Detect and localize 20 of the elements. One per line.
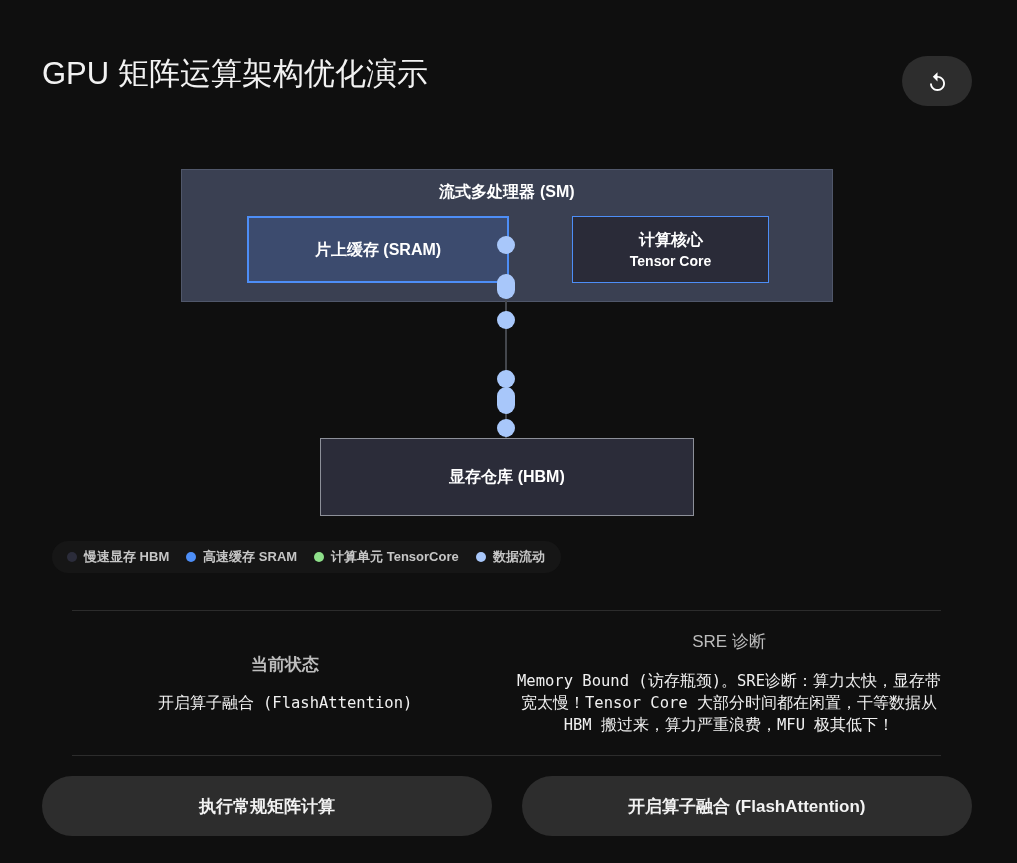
node-label: 显存仓库 (HBM) <box>449 467 565 487</box>
legend-text: 数据流动 <box>492 549 545 565</box>
diagnosis-text: Memory Bound (访存瓶颈)。SRE诊断：算力太快，显存带宽太慢！Tensor Core 大部分时间都在闲置，干等数据从 HBM 搬过来，算力严重浪费，MFU 极其低下！ <box>516 671 942 736</box>
action-button: 执行常规矩阵计算 <box>42 776 492 836</box>
memory-box <box>320 438 694 516</box>
node-subtitle: Tensor Core <box>629 251 712 270</box>
processor-panel <box>181 169 833 302</box>
action-button: 开启算子融合 (FlashAttention) <box>522 776 972 836</box>
compute-core-box <box>572 216 769 283</box>
legend-text: 高速缓存 SRAM <box>203 549 298 565</box>
group-title: 流式多处理器 (SM) <box>439 182 575 202</box>
node-label: 片上缓存 (SRAM) <box>314 239 442 260</box>
section-heading: SRE 诊断 <box>691 631 767 653</box>
legend-text: 慢速显存 HBM <box>84 549 170 565</box>
node-label: 计算核心 <box>638 229 703 250</box>
legend-text: 计算单元 TensorCore <box>331 549 459 565</box>
cache-box <box>247 216 509 283</box>
page-title: GPU 矩阵运算架构优化演示 <box>42 55 428 93</box>
status-text: 开启算子融合 (FlashAttention) <box>156 693 414 714</box>
section-heading: 当前状态 <box>250 654 320 676</box>
